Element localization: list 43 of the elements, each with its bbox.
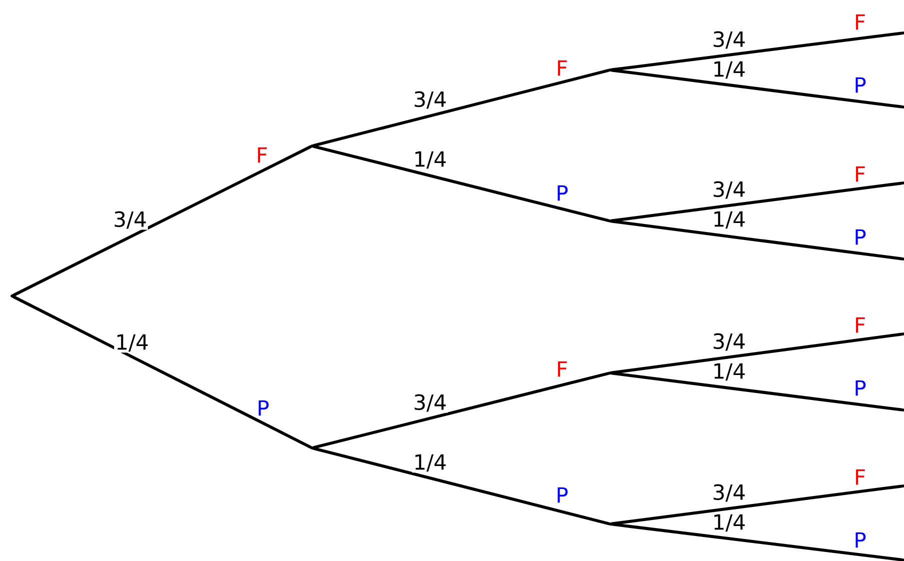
branch-line (610, 220, 903, 260)
branch-line (312, 372, 610, 450)
branch-line (610, 68, 903, 108)
outcome-letter: F (258, 144, 314, 163)
outcome-letter: P (258, 400, 314, 450)
outcome-letter: F (856, 166, 904, 184)
probability-label: 3/4 (711, 483, 747, 503)
outcome-letter: F (558, 60, 612, 76)
branch-line (12, 145, 312, 297)
outcome-letter: P (856, 380, 904, 412)
branch-line (610, 332, 903, 374)
outcome-letter: P (558, 185, 612, 222)
probability-label: 1/4 (711, 362, 747, 382)
outcome-letter: P (856, 532, 904, 561)
outcome-letter: F (856, 14, 904, 34)
outcome-letter: P (856, 229, 904, 260)
probability-label: 1/4 (412, 453, 448, 473)
probability-label: 3/4 (412, 393, 448, 413)
probability-label: 1/4 (711, 60, 747, 80)
outcome-letter: P (856, 77, 904, 108)
probability-label: 1/4 (711, 513, 747, 533)
probability-label: 1/4 (711, 210, 747, 230)
branch-line (610, 484, 903, 526)
branch-line (312, 446, 610, 526)
branch-line (610, 32, 903, 72)
branch-line (12, 295, 312, 449)
outcome-letter: F (558, 361, 612, 377)
probability-label: 3/4 (711, 332, 747, 352)
probability-label: 3/4 (711, 30, 747, 50)
outcome-letter: F (856, 317, 904, 336)
probability-label: 1/4 (412, 150, 448, 170)
branch-line (610, 522, 903, 561)
probability-label: 3/4 (711, 180, 747, 200)
probability-label: 3/4 (112, 210, 148, 230)
branch-line (610, 372, 903, 412)
probability-label: 1/4 (114, 333, 150, 353)
branch-line (610, 182, 903, 222)
outcome-letter: F (856, 469, 904, 488)
branch-line (312, 68, 610, 148)
probability-label: 3/4 (412, 90, 448, 110)
branch-point (10, 294, 14, 298)
outcome-letter: P (558, 487, 612, 526)
branch-line (312, 144, 610, 222)
